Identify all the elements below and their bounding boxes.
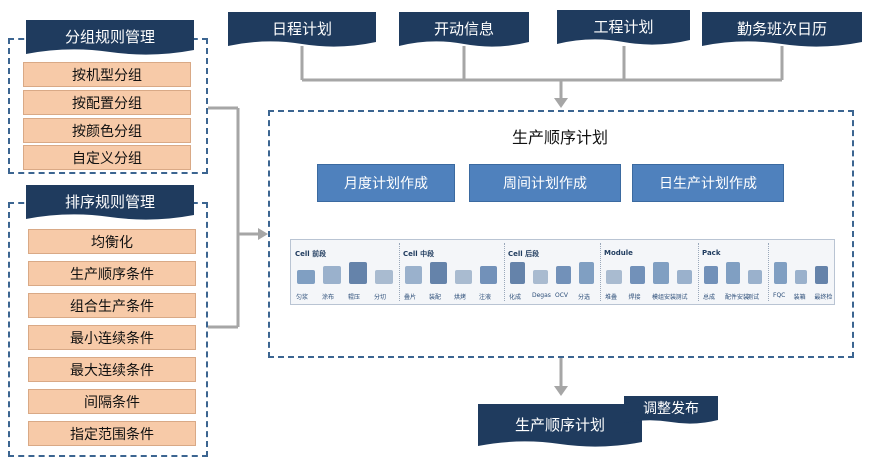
step-label: 模组安装	[652, 294, 677, 301]
step-label: 测试	[747, 294, 760, 301]
equipment-icon	[704, 266, 718, 284]
stage-label: Pack	[702, 249, 721, 257]
tab-schedule-plan[interactable]: 日程计划	[228, 12, 376, 50]
production-plan-title: 生产顺序计划	[511, 128, 608, 147]
tab-label: 工程计划	[593, 17, 654, 36]
sort-rule-interval[interactable]: 间隔条件	[28, 389, 196, 414]
equipment-icon	[375, 270, 393, 284]
step-label: 测试	[675, 294, 688, 301]
equipment-icon	[606, 270, 622, 284]
equipment-icon	[556, 266, 571, 284]
equipment-icon	[349, 262, 367, 284]
group-rule-by-color[interactable]: 按颜色分组	[23, 118, 191, 143]
stage-separator	[600, 243, 601, 301]
step-label: FQC	[773, 292, 786, 299]
production-plan-panel	[268, 110, 854, 358]
stage-label: Module	[604, 249, 633, 257]
monthly-plan-button[interactable]: 月度计划作成	[317, 164, 455, 202]
tab-engineering-plan[interactable]: 工程计划	[557, 10, 690, 48]
tab-label: 勤务班次日历	[736, 19, 827, 38]
sort-rule-specified-range[interactable]: 指定范围条件	[28, 421, 196, 446]
step-label: 总成	[703, 294, 716, 301]
tab-shift-calendar[interactable]: 勤务班次日历	[702, 12, 862, 50]
sort-rule-combined-production[interactable]: 组合生产条件	[28, 293, 196, 318]
equipment-icon	[510, 262, 525, 284]
equipment-icon	[579, 262, 594, 284]
step-label: 分选	[578, 294, 591, 301]
equipment-icon	[815, 266, 828, 284]
equipment-icon	[653, 262, 669, 284]
step-label: 配件安装	[725, 294, 750, 301]
group-rule-by-config[interactable]: 按配置分组	[23, 90, 191, 115]
step-label: 烘烤	[454, 294, 467, 301]
group-rule-custom[interactable]: 自定义分组	[23, 145, 191, 170]
group-rules-title: 分组规则管理	[26, 20, 194, 58]
step-label: 叠片	[404, 294, 417, 301]
output-plan-title: 生产顺序计划	[514, 415, 605, 434]
sort-rule-max-continuous[interactable]: 最大连续条件	[28, 357, 196, 382]
tab-label: 日程计划	[271, 19, 332, 38]
equipment-icon	[726, 262, 740, 284]
sort-rule-production-order[interactable]: 生产顺序条件	[28, 261, 196, 286]
equipment-icon	[676, 270, 692, 284]
sort-rule-leveling[interactable]: 均衡化	[28, 229, 196, 254]
step-label: 化成	[509, 294, 522, 301]
daily-plan-button[interactable]: 日生产计划作成	[632, 164, 784, 202]
sort-rule-min-continuous[interactable]: 最小连续条件	[28, 325, 196, 350]
equipment-icon	[405, 266, 422, 284]
tab-label: 开动信息	[433, 19, 494, 38]
step-label: 最终检	[814, 294, 833, 301]
step-label: 装箱	[793, 294, 806, 301]
output-plan: 生产顺序计划	[478, 404, 642, 450]
step-label: 辊压	[348, 294, 361, 301]
stage-separator	[399, 243, 400, 301]
group-rules-title-text: 分组规则管理	[64, 27, 155, 46]
stage-separator	[504, 243, 505, 301]
equipment-icon	[794, 270, 808, 284]
publish-button[interactable]: 调整发布	[624, 396, 718, 426]
equipment-icon	[774, 262, 787, 284]
stage-separator	[768, 243, 769, 301]
stage-separator	[698, 243, 699, 301]
step-label: 焊接	[628, 294, 641, 301]
equipment-icon	[748, 270, 762, 284]
step-label: 涂布	[322, 294, 335, 301]
step-label: 注液	[479, 294, 492, 301]
sort-rules-title: 排序规则管理	[26, 185, 194, 223]
step-label: Degas	[532, 292, 551, 299]
equipment-icon	[430, 262, 447, 284]
stage-label: Cell 后段	[508, 250, 540, 258]
equipment-icon	[480, 266, 497, 284]
equipment-icon	[455, 270, 472, 284]
step-label: 分切	[374, 294, 387, 301]
tab-startup-info[interactable]: 开动信息	[399, 12, 529, 50]
sort-rules-title-text: 排序规则管理	[64, 192, 155, 211]
equipment-icon	[323, 266, 341, 284]
step-label: 装配	[429, 294, 442, 301]
equipment-icon	[297, 270, 315, 284]
group-rule-by-model[interactable]: 按机型分组	[23, 62, 191, 87]
step-label: OCV	[555, 292, 569, 299]
publish-label: 调整发布	[643, 401, 699, 417]
weekly-plan-button[interactable]: 周间计划作成	[469, 164, 621, 202]
equipment-icon	[533, 270, 548, 284]
step-label: 匀浆	[296, 294, 309, 301]
equipment-icon	[629, 266, 645, 284]
stage-label: Cell 前段	[295, 250, 327, 258]
stage-label: Cell 中段	[403, 250, 435, 258]
step-label: 堆叠	[605, 294, 618, 301]
